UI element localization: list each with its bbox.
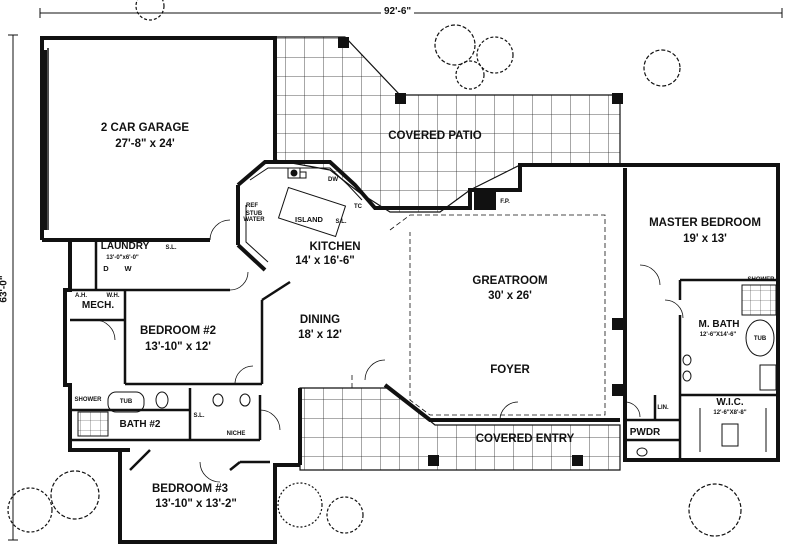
- overall-depth-dimension: [8, 34, 18, 541]
- stub-water-label: STUB WATER: [243, 211, 265, 223]
- laundry-name: LAUNDRY: [100, 241, 150, 252]
- mech-name: MECH.: [81, 300, 115, 311]
- washer-label: W: [124, 264, 132, 273]
- master-name: MASTER BEDROOM: [649, 217, 761, 229]
- bath2-fixtures: [77, 391, 251, 437]
- bedroom2-name: BEDROOM #2: [139, 325, 217, 337]
- kitchen-name: KITCHEN: [309, 241, 361, 253]
- master-bath-fixtures: [636, 284, 777, 457]
- sl-laundry-label: S.L.: [165, 245, 177, 251]
- wic-size: 12'-6"X8'-8": [713, 410, 747, 416]
- fireplace-label: F.P.: [500, 199, 510, 205]
- bedroom3-name: BEDROOM #3: [151, 483, 229, 495]
- greatroom-name: GREATROOM: [472, 275, 548, 287]
- pwdr-name: PWDR: [629, 427, 661, 438]
- greatroom-outline: [351, 214, 606, 416]
- water-heater-label: W.H.: [106, 293, 120, 299]
- sl-bath2-label: S.L.: [193, 413, 205, 419]
- exterior-walls: [40, 36, 780, 544]
- sl-kitchen-label: S.L.: [335, 219, 347, 225]
- linen-label: LIN.: [657, 405, 669, 411]
- greatroom-size: 30' x 26': [488, 290, 532, 302]
- kitchen-counters: [245, 167, 363, 263]
- air-handler-label: A.H.: [75, 293, 87, 299]
- dining-size: 18' x 12': [298, 329, 342, 341]
- master-size: 19' x 13': [683, 233, 727, 245]
- ref-label: REF: [246, 203, 258, 209]
- interior-walls: [70, 240, 778, 471]
- overall-depth-label: 63'-0": [0, 272, 10, 306]
- wic-name: W.I.C.: [716, 397, 744, 408]
- niche-label: NICHE: [226, 431, 246, 437]
- garage-size: 27'-8" x 24': [115, 138, 175, 150]
- bedroom3-size: 13'-10" x 13'-2": [155, 498, 237, 510]
- covered-entry-name: COVERED ENTRY: [475, 433, 575, 445]
- island-label: ISLAND: [295, 215, 323, 224]
- column-posts: [338, 37, 624, 466]
- dryer-label: D: [103, 264, 109, 273]
- garage-name: 2 CAR GARAGE: [100, 122, 190, 134]
- shrub-icon: [7, 0, 742, 537]
- laundry-size: 13'-0"x6'-0": [106, 255, 139, 261]
- bath2-name: BATH #2: [119, 419, 161, 430]
- overall-width-label: 92'-6": [381, 7, 415, 17]
- mbath-size: 12'-6"X14'-6": [699, 332, 737, 338]
- bedroom2-size: 13'-10" x 12': [145, 341, 211, 353]
- mbath-name: M. BATH: [698, 319, 740, 330]
- kitchen-size: 14' x 16'-6": [295, 255, 355, 267]
- tub-master-label: TUB: [753, 336, 767, 342]
- tub-bath2-label: TUB: [119, 399, 133, 405]
- shower-bath2-label: SHOWER: [74, 397, 102, 403]
- patio-name: COVERED PATIO: [388, 130, 482, 142]
- garage-door-jambs: [42, 50, 47, 230]
- shower-master-label: SHOWER: [747, 277, 775, 283]
- foyer-name: FOYER: [490, 364, 530, 376]
- dw-label: DW: [328, 177, 338, 183]
- door-swings: [94, 219, 684, 483]
- dining-name: DINING: [299, 314, 341, 326]
- tc-label: TC: [354, 204, 362, 210]
